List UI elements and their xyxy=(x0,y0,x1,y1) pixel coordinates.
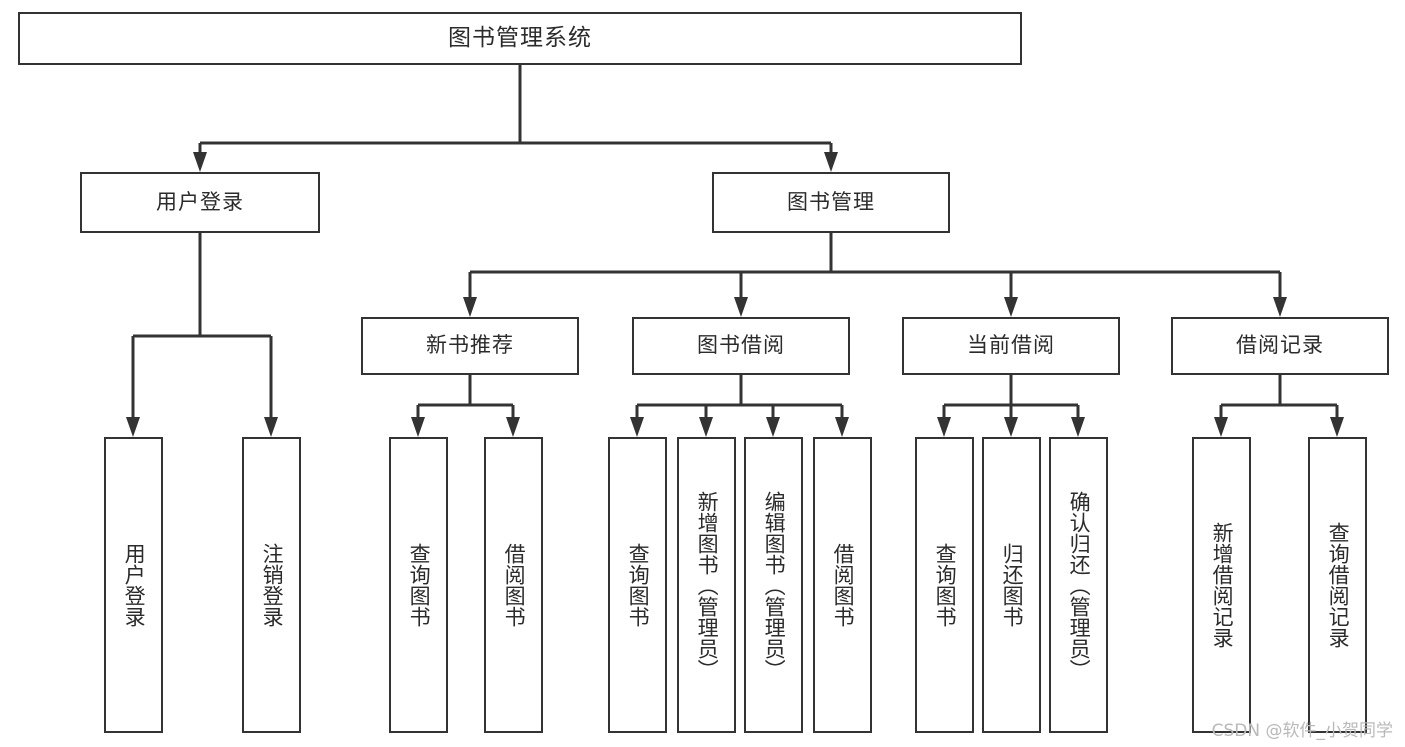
node-label: 用户登录 xyxy=(156,189,244,214)
node-label: 新书推荐 xyxy=(426,333,514,358)
node-label: 借阅图书 xyxy=(502,543,527,627)
node-label: 归还图书 xyxy=(1000,543,1025,627)
node-label: 查询图书 xyxy=(407,543,432,627)
node-label: 查询图书 xyxy=(626,543,651,627)
node-leaf-query-book-borrow[interactable]: 查询图书 xyxy=(608,437,667,733)
node-label: 图书管理系统 xyxy=(448,24,592,51)
node-label: 新增图书（管理员） xyxy=(695,490,720,680)
node-label: 借阅记录 xyxy=(1236,333,1324,358)
node-user-login-module[interactable]: 用户登录 xyxy=(80,172,320,233)
node-label: 注销登录 xyxy=(260,543,285,627)
node-label: 借阅图书 xyxy=(831,543,856,627)
node-new-book-recommendation[interactable]: 新书推荐 xyxy=(361,317,579,375)
node-label: 查询图书 xyxy=(933,543,958,627)
node-leaf-add-book-admin[interactable]: 新增图书（管理员） xyxy=(677,437,736,733)
node-current-borrowing[interactable]: 当前借阅 xyxy=(902,317,1120,375)
node-leaf-return-book[interactable]: 归还图书 xyxy=(982,437,1041,733)
node-leaf-confirm-return-admin[interactable]: 确认归还（管理员） xyxy=(1049,437,1108,733)
node-book-management-module[interactable]: 图书管理 xyxy=(712,172,950,233)
node-leaf-borrow-book[interactable]: 借阅图书 xyxy=(813,437,872,733)
node-leaf-query-book-current[interactable]: 查询图书 xyxy=(915,437,974,733)
node-label: 查询借阅记录 xyxy=(1326,522,1351,648)
node-label: 图书借阅 xyxy=(697,333,785,358)
node-leaf-borrow-book-newrec[interactable]: 借阅图书 xyxy=(484,437,543,733)
node-label: 当前借阅 xyxy=(967,333,1055,358)
node-book-borrowing[interactable]: 图书借阅 xyxy=(632,317,850,375)
node-label: 新增借阅记录 xyxy=(1210,522,1235,648)
node-leaf-query-book-newrec[interactable]: 查询图书 xyxy=(389,437,448,733)
node-root-book-management-system[interactable]: 图书管理系统 xyxy=(18,12,1022,65)
node-leaf-query-borrow-record[interactable]: 查询借阅记录 xyxy=(1308,437,1367,733)
node-leaf-logout[interactable]: 注销登录 xyxy=(242,437,301,733)
node-label: 编辑图书（管理员） xyxy=(762,490,787,680)
node-label: 用户登录 xyxy=(122,543,147,627)
node-leaf-add-borrow-record[interactable]: 新增借阅记录 xyxy=(1192,437,1251,733)
node-label: 图书管理 xyxy=(787,189,875,214)
node-leaf-user-login[interactable]: 用户登录 xyxy=(104,437,163,733)
node-label: 确认归还（管理员） xyxy=(1067,490,1092,680)
node-leaf-edit-book-admin[interactable]: 编辑图书（管理员） xyxy=(744,437,803,733)
node-borrowing-records[interactable]: 借阅记录 xyxy=(1171,317,1389,375)
